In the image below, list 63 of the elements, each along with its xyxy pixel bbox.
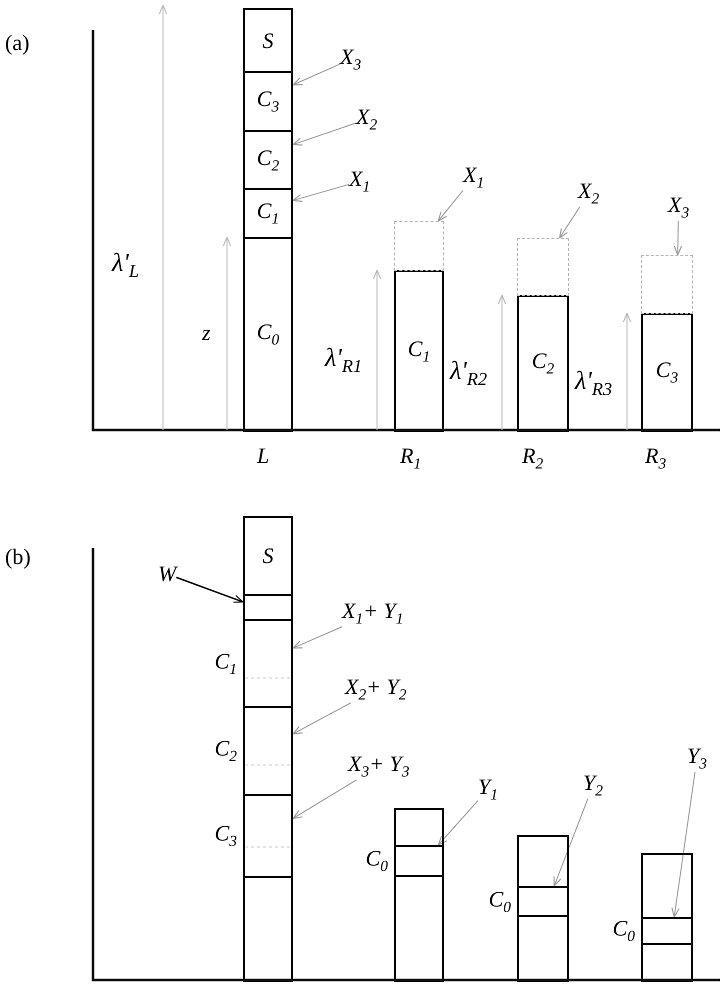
leader-label: Y$_{3}$ xyxy=(687,745,707,772)
segment-label: C$_{1}$ xyxy=(214,650,237,677)
segment-label: C$_{0}$ xyxy=(366,848,388,874)
labeled-segment: C$_{2}$ xyxy=(517,295,569,432)
leader-arrow xyxy=(674,220,682,256)
dotted-outline xyxy=(641,255,693,314)
labeled-segment: S xyxy=(243,516,293,596)
stack-segment xyxy=(517,835,569,888)
symbol-label: λ'$_{R1}$ xyxy=(325,345,362,376)
dotted-outline xyxy=(394,221,444,271)
leader-label: X$_{1}$+ Y$_{1}$ xyxy=(342,600,404,627)
segment-label: C$_{0}$ xyxy=(612,918,635,944)
leader-label: Y$_{2}$ xyxy=(583,772,603,799)
stack-segment xyxy=(243,594,293,621)
symbol-label: λ'$_{L}$ xyxy=(112,250,139,280)
leader-arrow xyxy=(438,190,464,222)
leader-arrow xyxy=(292,779,358,820)
symbol-label: λ'$_{R3}$ xyxy=(575,368,612,398)
leader-arrow xyxy=(671,771,696,918)
segment-label: C$_{0}$ xyxy=(488,888,511,915)
panel-label: (a) xyxy=(5,32,30,54)
leader-label: X$_{2}$ xyxy=(578,180,600,207)
axis-label: R$_{1}$ xyxy=(400,445,422,472)
panel-label: (b) xyxy=(5,546,31,568)
leader-arrow xyxy=(292,702,352,734)
stack-segment xyxy=(517,915,569,982)
leader-label: X$_{3}$ xyxy=(340,46,362,73)
labeled-segment: C$_{1}$ xyxy=(394,270,444,432)
labeled-segment: C$_{1}$ xyxy=(243,188,293,239)
stack-segment xyxy=(243,876,293,982)
leader-label: X$_{3}$+ Y$_{3}$ xyxy=(348,753,410,780)
segment-label: C$_{3}$ xyxy=(214,822,237,850)
leader-arrow xyxy=(292,626,342,649)
dotted-outline xyxy=(517,238,569,296)
axis-label: R$_{3}$ xyxy=(645,445,666,472)
stack-segment xyxy=(394,808,444,847)
leader-label: X$_{1}$ xyxy=(349,168,370,195)
axis-label: L xyxy=(257,445,270,467)
leader-label: W xyxy=(158,563,176,585)
segment-label: C$_{2}$ xyxy=(214,738,237,764)
leader-label: X$_{1}$ xyxy=(463,164,484,191)
labeled-segment: C$_{0}$ xyxy=(243,237,293,432)
leader-arrow xyxy=(292,184,350,202)
leader-arrow xyxy=(438,800,478,846)
labeled-segment: C$_{3}$ xyxy=(641,313,693,432)
leader-label: X$_{3}$ xyxy=(668,194,690,221)
labeled-segment: S xyxy=(243,8,293,73)
leader-label: X$_{2}$+ Y$_{2}$ xyxy=(345,676,406,703)
leader-label: Y$_{1}$ xyxy=(478,776,498,803)
symbol-label: λ'$_{R2}$ xyxy=(450,358,488,388)
axis-label: R$_{2}$ xyxy=(522,445,544,472)
stack-segment xyxy=(641,943,693,982)
labeled-segment: C$_{2}$ xyxy=(243,130,293,190)
leader-arrow xyxy=(292,122,356,146)
leader-arrow xyxy=(554,798,588,887)
labeled-segment: C$_{3}$ xyxy=(243,71,293,132)
leader-label: X$_{2}$ xyxy=(356,106,378,133)
stack-segment xyxy=(394,875,444,982)
symbol-label: z xyxy=(202,322,211,344)
leader-arrow xyxy=(292,64,340,86)
leader-arrow xyxy=(176,576,244,603)
leader-arrow xyxy=(559,206,580,239)
stack-segment xyxy=(641,853,693,919)
